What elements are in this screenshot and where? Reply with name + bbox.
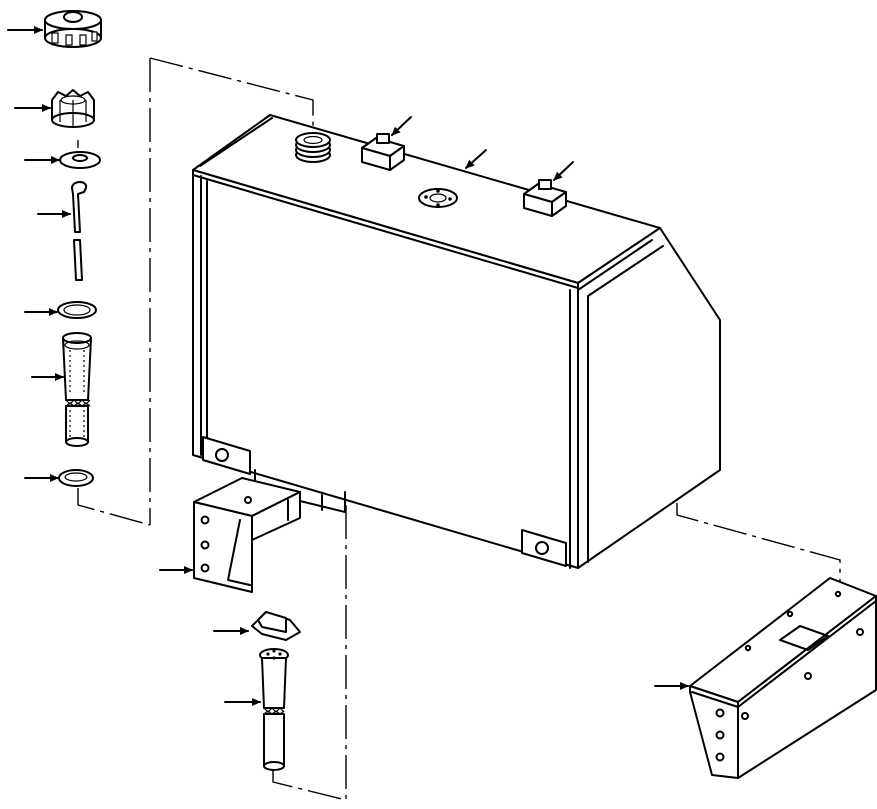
filler-neck bbox=[295, 132, 331, 163]
gasket bbox=[59, 151, 101, 169]
callout-arrow-block-right bbox=[553, 161, 574, 181]
filler-cap-vented bbox=[44, 10, 102, 48]
tank-lug-left bbox=[202, 436, 251, 475]
left-bracket bbox=[193, 477, 301, 593]
fuel-level-sender bbox=[259, 648, 289, 771]
strainer bbox=[62, 332, 92, 447]
strainer-retainer-bottom bbox=[58, 469, 94, 487]
callout-arrow-tank bbox=[465, 149, 487, 169]
strainer-retainer-top bbox=[57, 301, 97, 319]
mounting-block-left bbox=[361, 133, 405, 171]
callout-arrows bbox=[7, 26, 689, 706]
sender-cover bbox=[251, 611, 301, 641]
sender-flange bbox=[418, 188, 458, 208]
right-bracket bbox=[689, 577, 877, 779]
tank-lug-right bbox=[521, 529, 567, 567]
fuel-tank bbox=[192, 114, 721, 569]
dipstick bbox=[71, 181, 88, 281]
filler-cap bbox=[51, 89, 95, 128]
mounting-block-right bbox=[523, 179, 567, 217]
callout-arrow-block-left bbox=[391, 116, 412, 136]
